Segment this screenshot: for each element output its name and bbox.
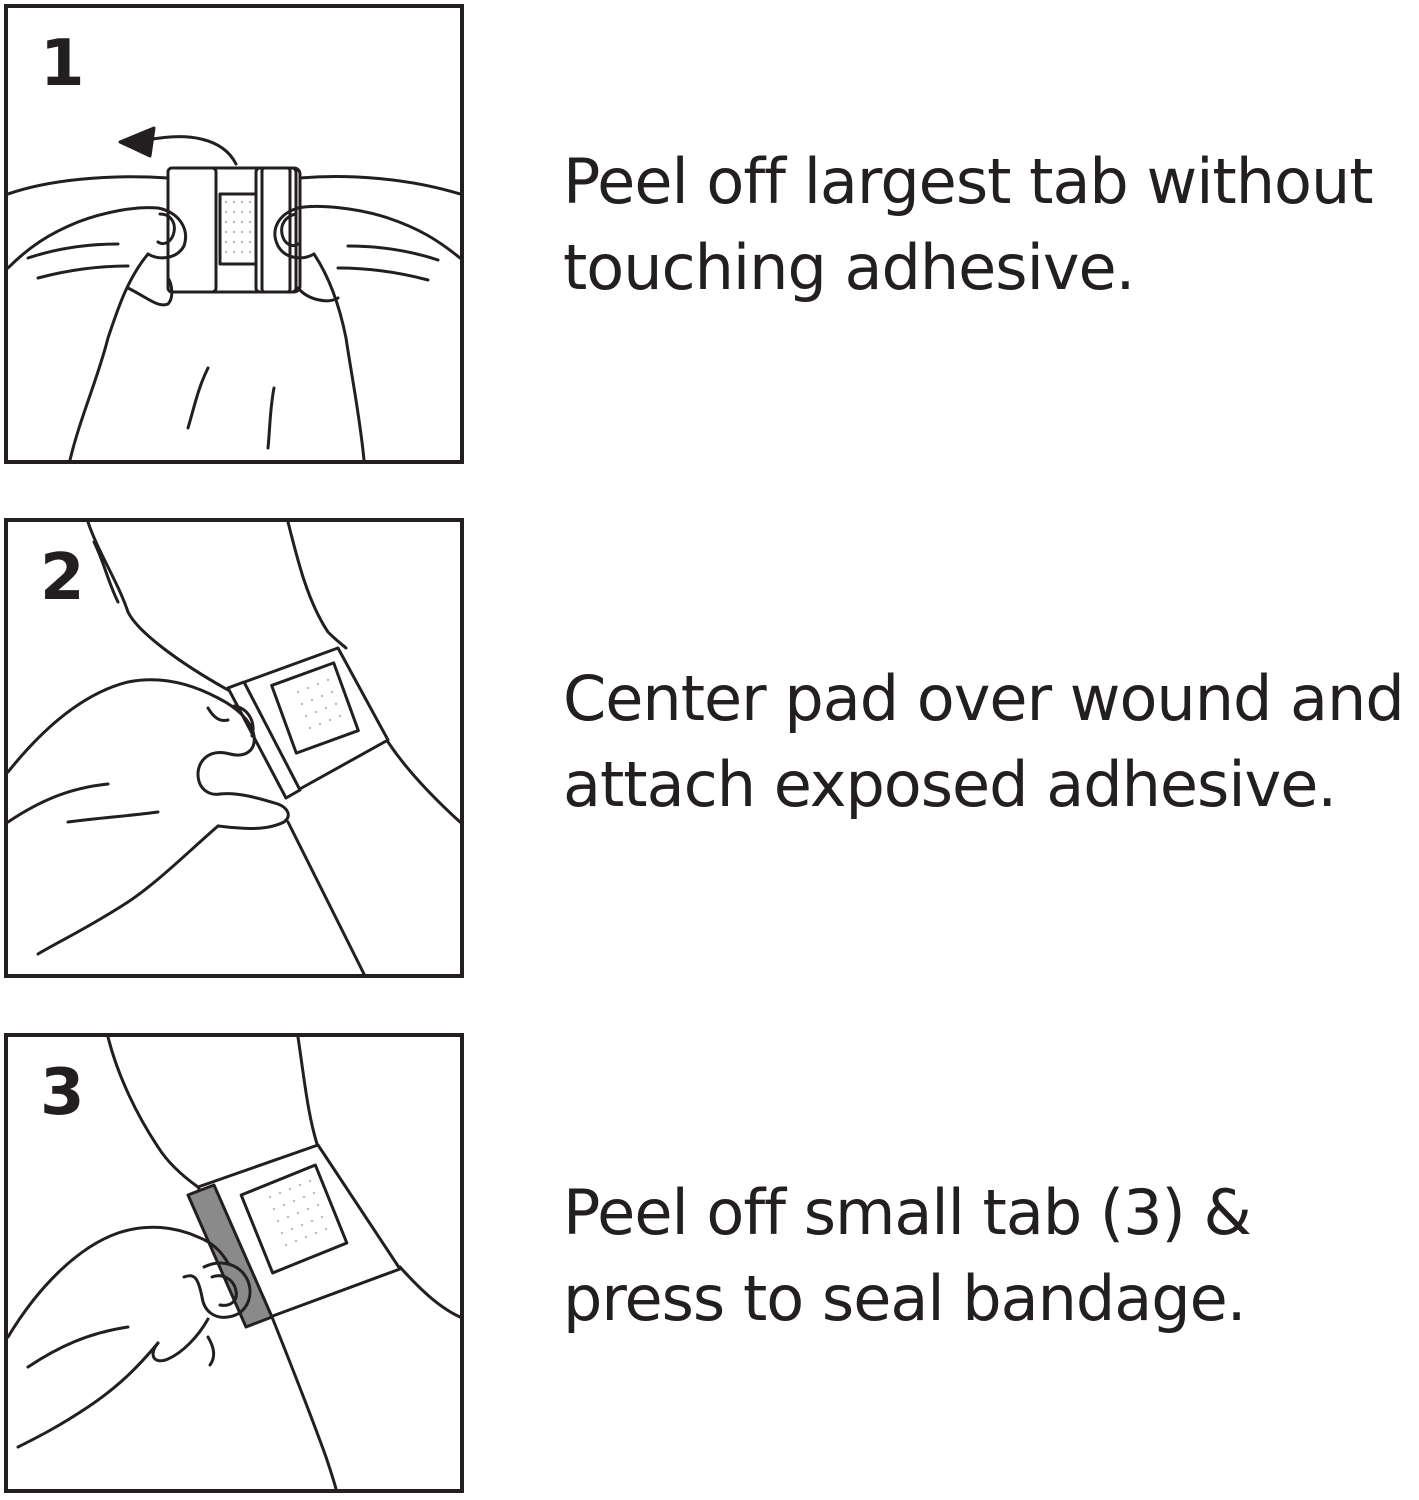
hand-applying-bandage-icon bbox=[8, 522, 460, 974]
hands-peeling-tab-icon bbox=[8, 126, 460, 460]
hand-sealing-bandage-icon bbox=[8, 1037, 460, 1489]
step-1-panel: 1 bbox=[4, 4, 464, 464]
step-1-instruction: Peel off largest tab without touching ad… bbox=[563, 139, 1419, 311]
step-2-line-1: Center pad over wound and bbox=[563, 662, 1405, 735]
step-3-line-1: Peel off small tab (3) & bbox=[563, 1176, 1252, 1249]
step-2-instruction: Center pad over wound and attach exposed… bbox=[563, 656, 1419, 828]
step-1-number: 1 bbox=[40, 27, 85, 101]
step-2-panel: 2 bbox=[4, 518, 464, 978]
step-3-instruction: Peel off small tab (3) & press to seal b… bbox=[563, 1170, 1419, 1342]
step-2-number: 2 bbox=[40, 541, 85, 615]
step-2-line-2: attach exposed adhesive. bbox=[563, 748, 1337, 821]
step-3-panel: 3 bbox=[4, 1033, 464, 1493]
step-3-number: 3 bbox=[40, 1056, 85, 1130]
step-1-line-2: touching adhesive. bbox=[563, 231, 1135, 304]
step-3-line-2: press to seal bandage. bbox=[563, 1262, 1246, 1335]
step-1-line-1: Peel off largest tab without bbox=[563, 145, 1374, 218]
